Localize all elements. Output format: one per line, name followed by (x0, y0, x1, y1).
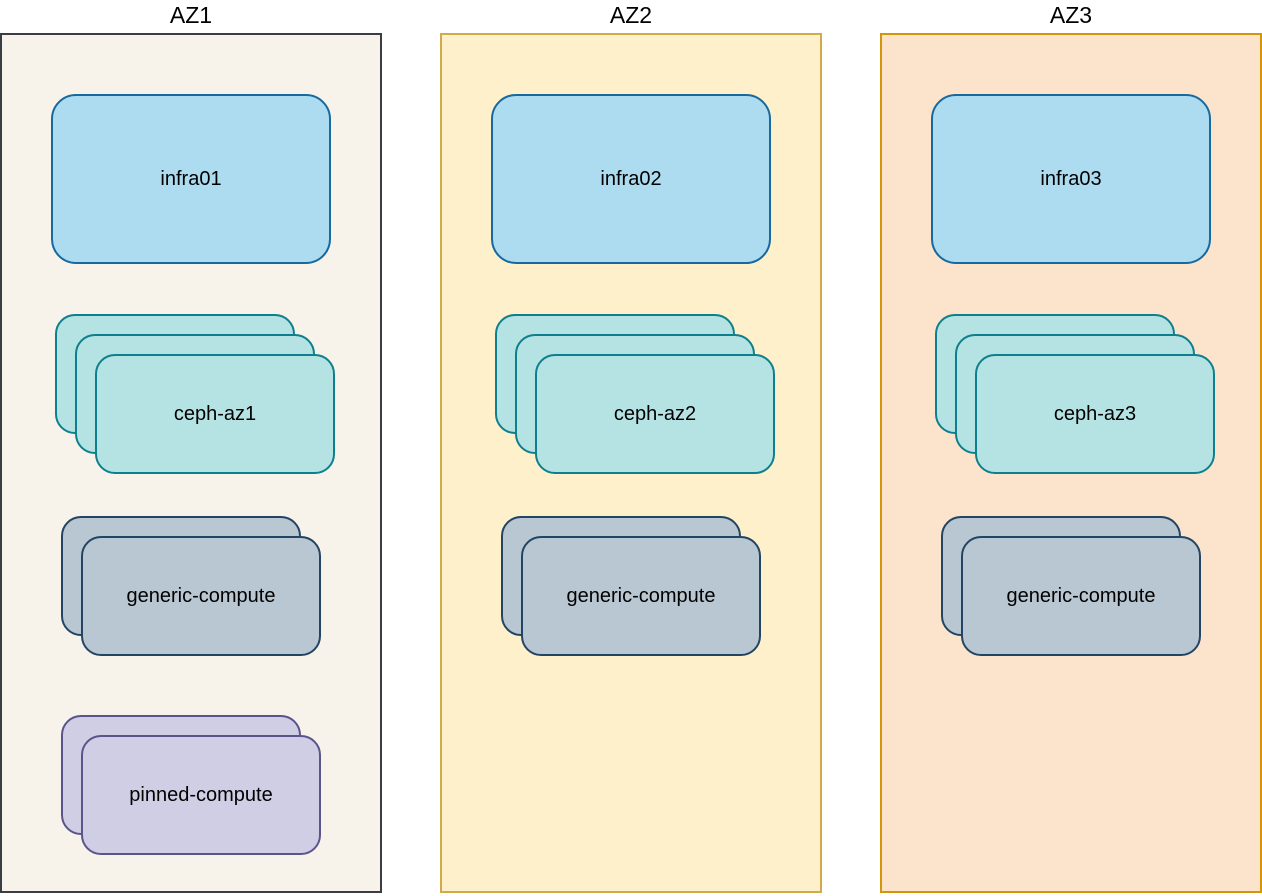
generic-compute-node-az2: generic-compute (521, 536, 761, 656)
pinned-compute-stack-az1: pinned-compute (61, 715, 323, 857)
ceph-az2-label: ceph-az2 (613, 402, 697, 425)
ceph-az2-stack: ceph-az2 (495, 314, 777, 476)
ceph-az1-stack: ceph-az1 (55, 314, 337, 476)
ceph-az2-node: ceph-az2 (535, 354, 775, 474)
infra01-label: infra01 (160, 167, 222, 190)
generic-compute-node-az1: generic-compute (81, 536, 321, 656)
zone-az2-title: AZ2 (609, 2, 653, 28)
generic-compute-stack-az2: generic-compute (501, 516, 763, 658)
generic-compute-stack-az3: generic-compute (941, 516, 1203, 658)
ceph-az3-node: ceph-az3 (975, 354, 1215, 474)
pinned-compute-label-az1: pinned-compute (129, 783, 273, 806)
generic-compute-label-az1: generic-compute (126, 584, 276, 607)
generic-compute-node-az3: generic-compute (961, 536, 1201, 656)
zone-az1-title: AZ1 (169, 2, 213, 28)
zone-az3: AZ3 infra03 ceph-az3 generic-compute (880, 0, 1262, 896)
zone-az2: AZ2 infra02 ceph-az2 generic-compute (440, 0, 822, 896)
ceph-az3-label: ceph-az3 (1053, 402, 1137, 425)
infra03-label: infra03 (1040, 167, 1102, 190)
generic-compute-label-az3: generic-compute (1006, 584, 1156, 607)
zone-az3-title: AZ3 (1049, 2, 1093, 28)
zone-az1: AZ1 infra01 ceph-az1 generic-compute (0, 0, 382, 896)
infra02-node: infra02 (491, 94, 771, 264)
zone-az2-panel: infra02 ceph-az2 generic-compute (440, 33, 822, 893)
generic-compute-stack-az1: generic-compute (61, 516, 323, 658)
ceph-az1-label: ceph-az1 (173, 402, 257, 425)
infra02-label: infra02 (600, 167, 662, 190)
ceph-az3-stack: ceph-az3 (935, 314, 1217, 476)
generic-compute-label-az2: generic-compute (566, 584, 716, 607)
ceph-az1-node: ceph-az1 (95, 354, 335, 474)
pinned-compute-node-az1: pinned-compute (81, 735, 321, 855)
zone-az1-panel: infra01 ceph-az1 generic-compute pinned-… (0, 33, 382, 893)
infra01-node: infra01 (51, 94, 331, 264)
infra03-node: infra03 (931, 94, 1211, 264)
zone-az3-panel: infra03 ceph-az3 generic-compute (880, 33, 1262, 893)
